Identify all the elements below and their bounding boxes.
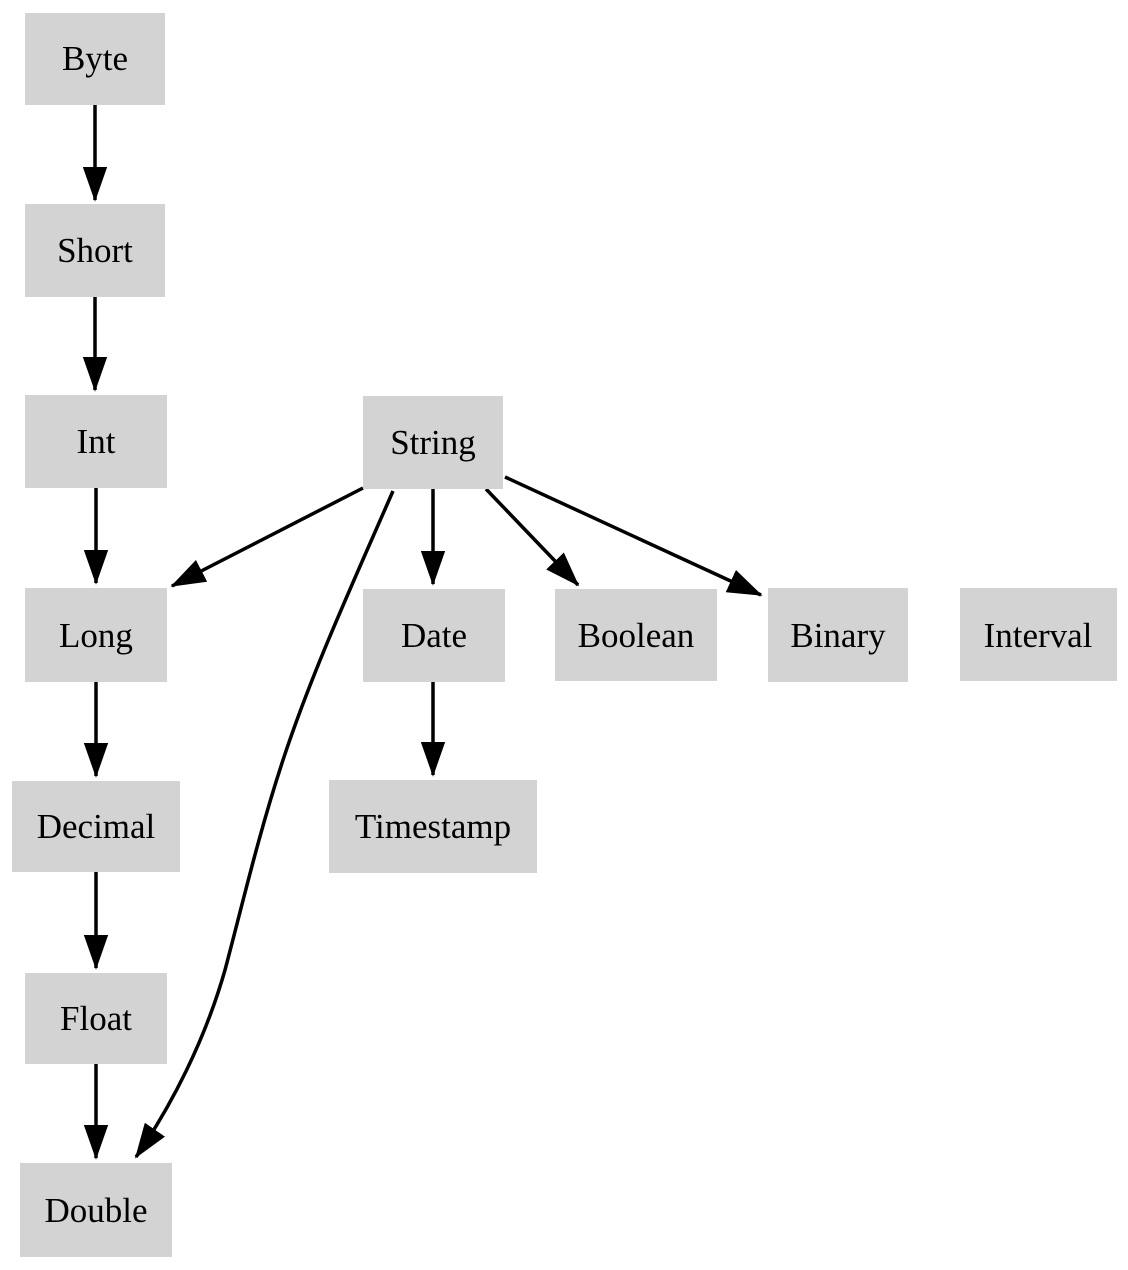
node-float-box [25, 973, 167, 1064]
node-int: Int [25, 395, 167, 488]
node-timestamp-label: Timestamp [355, 807, 511, 846]
edge-string-binary [504, 475, 763, 597]
node-byte: Byte [25, 13, 165, 105]
node-timestamp-box [329, 780, 537, 873]
edges [82, 105, 763, 1160]
node-interval-label: Interval [984, 616, 1093, 655]
edge-string-long [170, 486, 364, 588]
edge-string-boolean [484, 487, 580, 587]
node-boolean: Boolean [555, 589, 717, 681]
node-short: Short [25, 204, 165, 297]
node-double-label: Double [44, 1191, 147, 1230]
node-int-box [25, 395, 167, 488]
node-short-label: Short [57, 231, 133, 270]
edge-string-double [134, 490, 395, 1159]
node-long-box [25, 588, 167, 682]
node-binary-label: Binary [790, 616, 886, 655]
node-double-box [20, 1163, 172, 1257]
node-decimal-box [12, 781, 180, 872]
node-long-label: Long [59, 616, 133, 655]
node-binary: Binary [768, 588, 908, 682]
node-long: Long [25, 588, 167, 682]
node-short-box [25, 204, 165, 297]
node-date-label: Date [401, 616, 467, 655]
node-date: Date [363, 589, 505, 682]
node-timestamp: Timestamp [329, 780, 537, 873]
node-byte-box [25, 13, 165, 105]
node-double: Double [20, 1163, 172, 1257]
node-float: Float [25, 973, 167, 1064]
node-interval: Interval [960, 588, 1117, 681]
node-string: String [363, 396, 503, 489]
node-boolean-box [555, 589, 717, 681]
node-decimal-label: Decimal [37, 807, 156, 846]
node-boolean-label: Boolean [578, 616, 695, 655]
node-string-label: String [390, 423, 476, 462]
nodes: Byte Short Int String Long Date Boolean [12, 13, 1117, 1257]
node-int-label: Int [77, 422, 116, 461]
node-binary-box [768, 588, 908, 682]
node-byte-label: Byte [62, 39, 128, 78]
node-interval-box [960, 588, 1117, 681]
node-decimal: Decimal [12, 781, 180, 872]
node-string-box [363, 396, 503, 489]
node-float-label: Float [60, 999, 132, 1038]
node-date-box [363, 589, 505, 682]
